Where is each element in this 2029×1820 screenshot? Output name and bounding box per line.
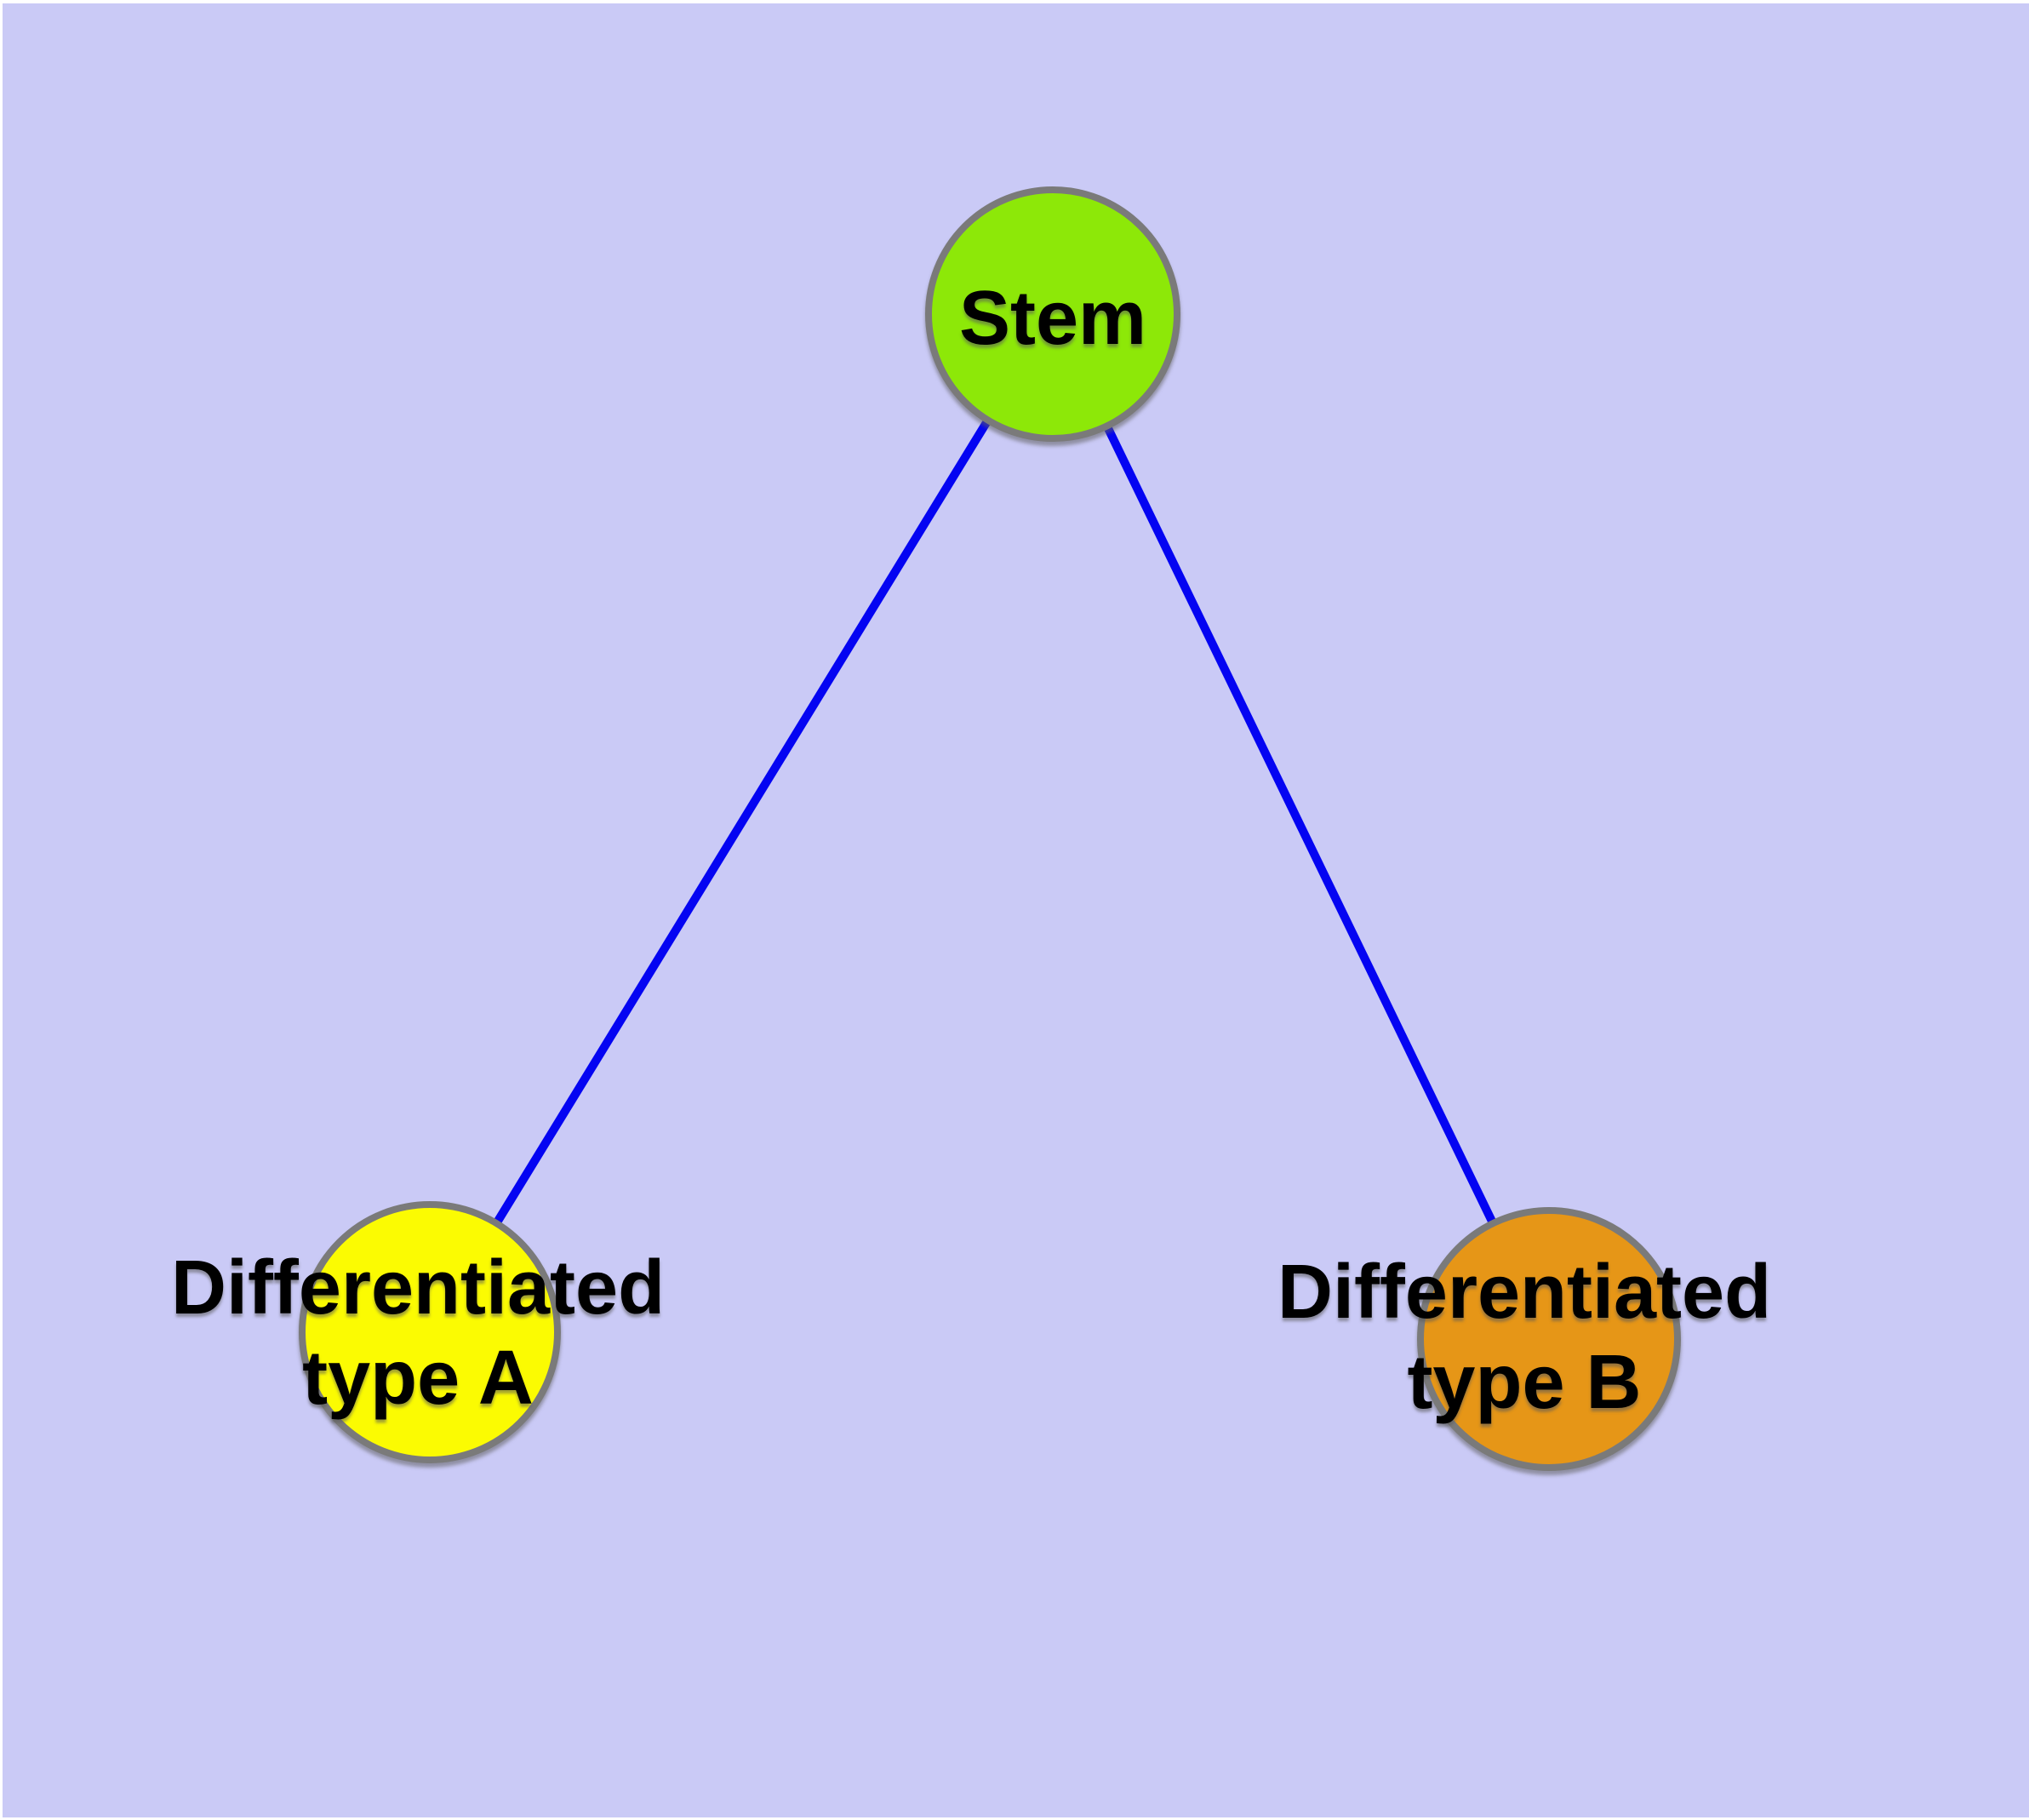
node-differentiated-type-a-label: Differentiated type A [171, 1243, 665, 1423]
node-differentiated-type-b-circle [1417, 1207, 1681, 1471]
node-stem-label-text: Stem [958, 276, 1147, 361]
edge-stem-to-differentiated-type-a [426, 312, 1057, 1335]
edge-stem-to-differentiated-type-b [1049, 312, 1553, 1342]
node-stem-circle [925, 186, 1180, 442]
node-differentiated-type-b-label: Differentiated type B [1277, 1247, 1771, 1428]
node-differentiated-type-a-circle [299, 1201, 561, 1463]
node-differentiated-type-a-label-line2: type A [302, 1336, 534, 1421]
node-differentiated-type-b-label-line1: Differentiated [1277, 1250, 1772, 1335]
node-stem-label: Stem [959, 273, 1146, 363]
node-differentiated-type-a-label-line1: Differentiated [170, 1245, 666, 1331]
node-differentiated-type-b-label-line2: type B [1407, 1340, 1642, 1425]
